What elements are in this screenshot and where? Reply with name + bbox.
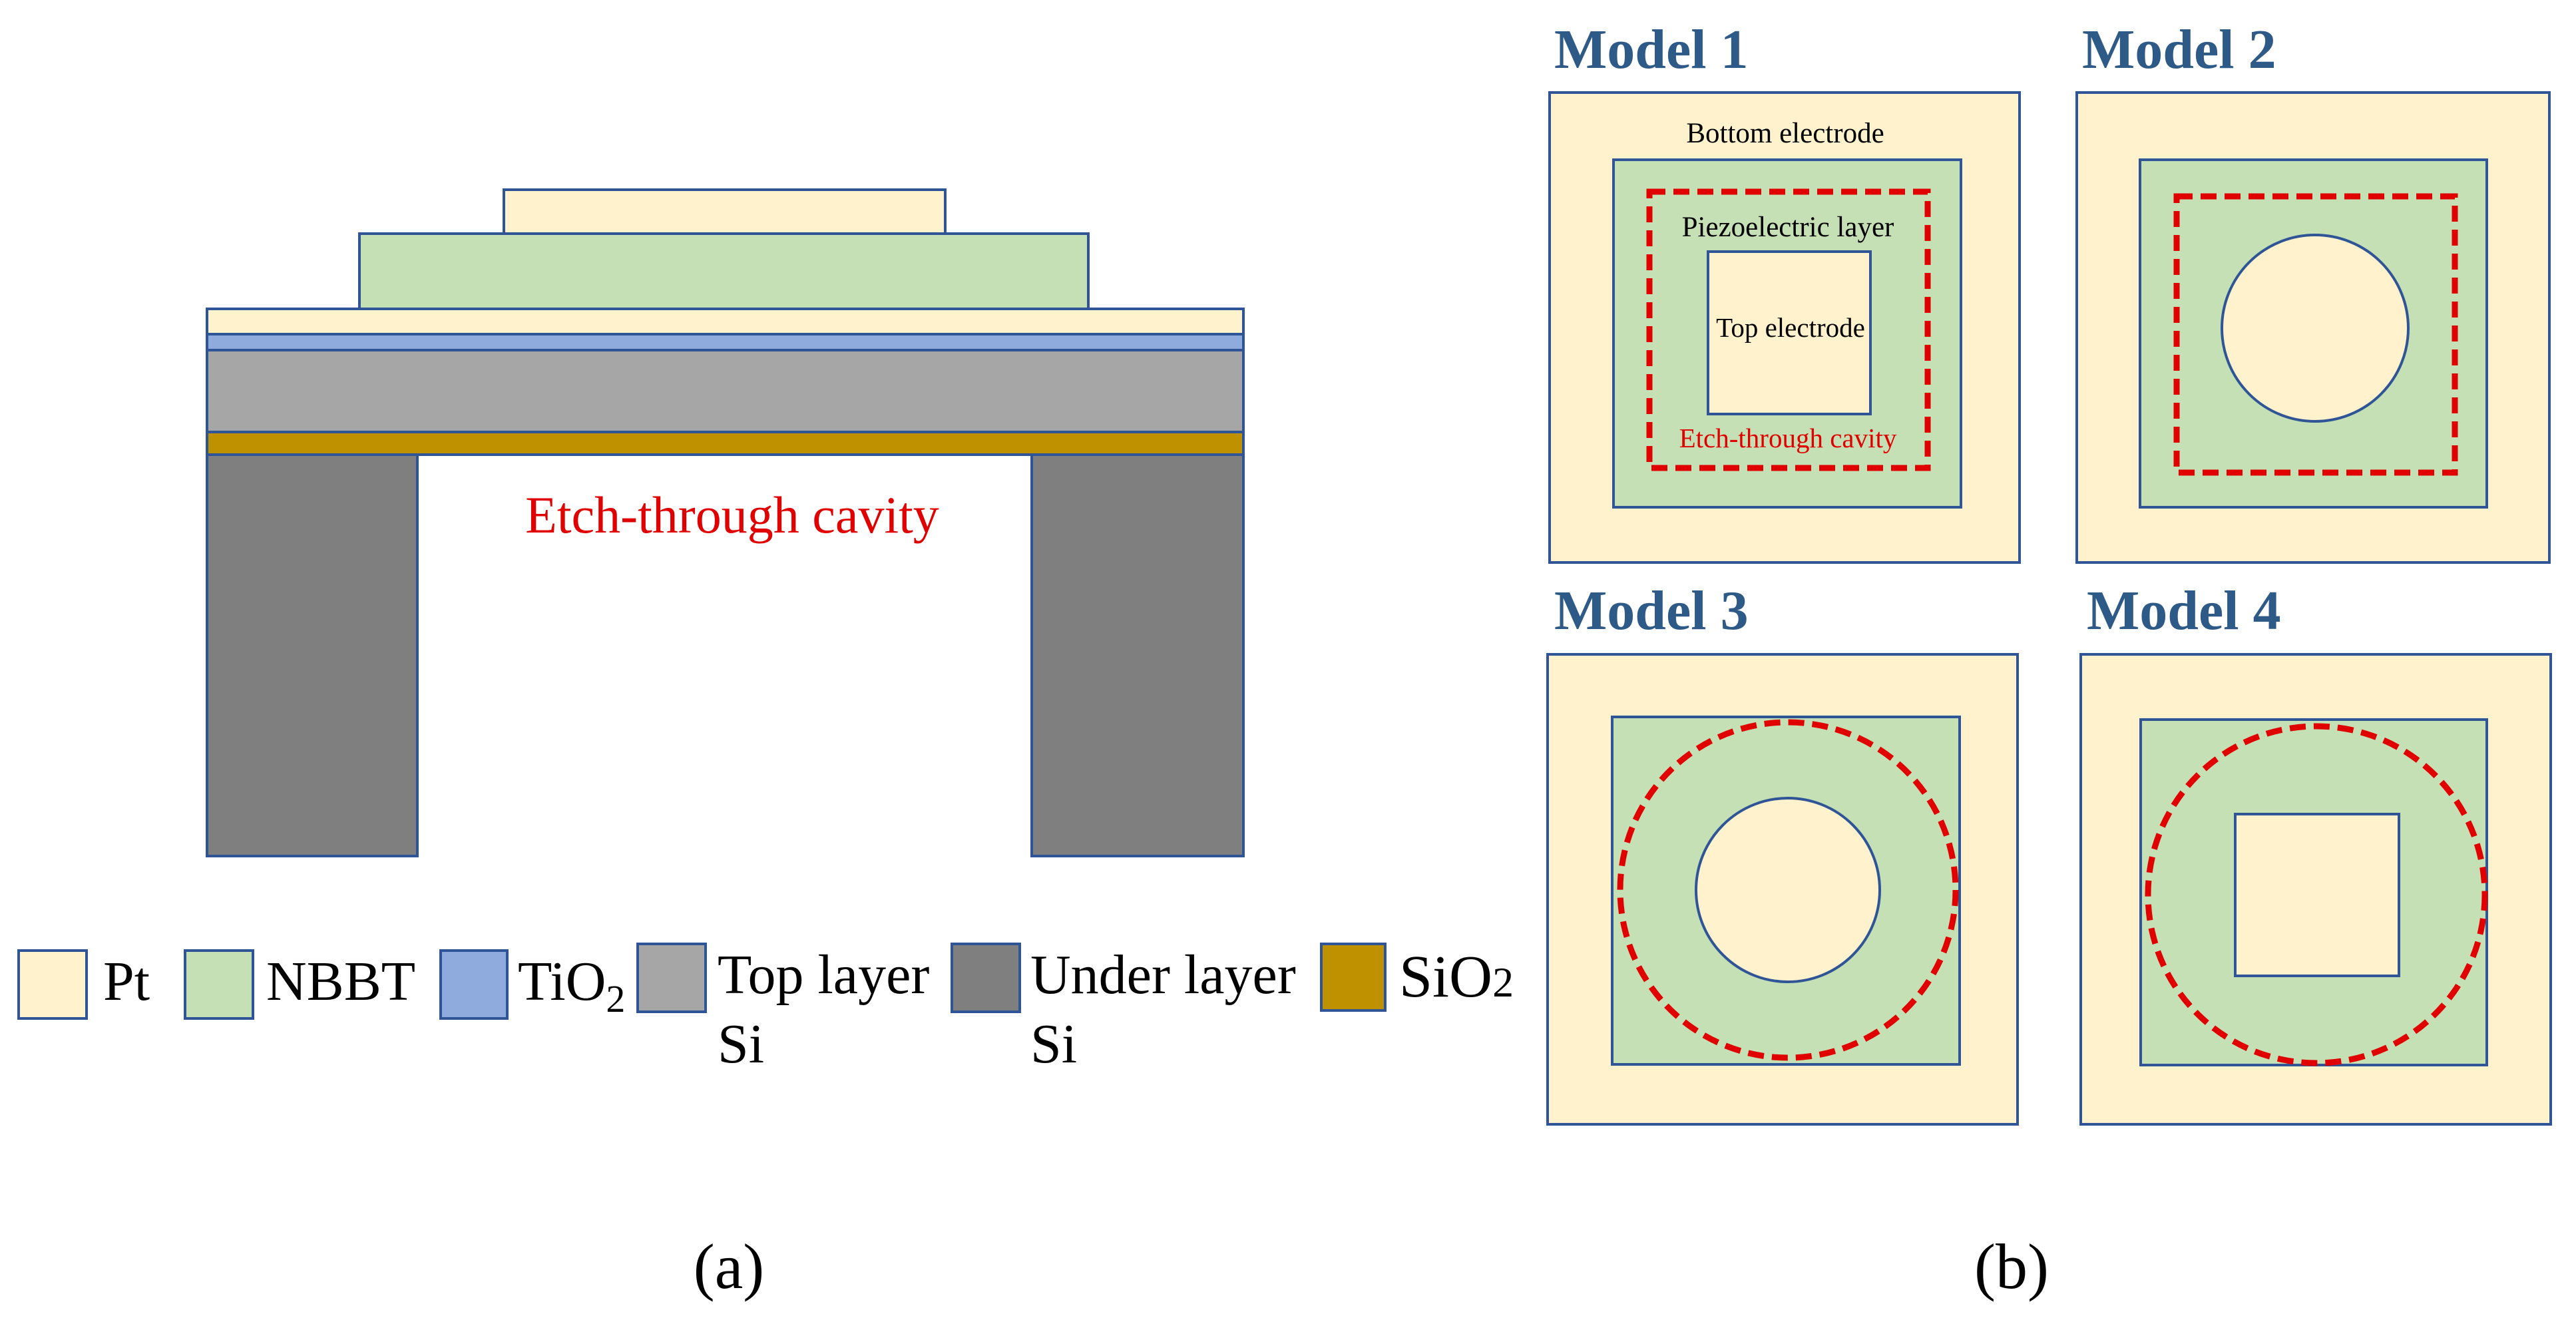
nbbt-legend-label: NBBT [266, 951, 415, 1012]
model-1-cavity-label: Etch-through cavity [1679, 423, 1897, 453]
legend-item-top-layer-si: Top layer Si [636, 943, 929, 1075]
model-4-top-electrode [2234, 813, 2400, 977]
bottom-electrode-pt-layer [206, 308, 1245, 335]
sio2-swatch [1320, 943, 1387, 1012]
legend-item-nbbt: NBBT [184, 949, 415, 1020]
tio2-layer [206, 333, 1245, 351]
sio2-legend-label: SiO2 [1399, 944, 1514, 1010]
legend-item-sio2: SiO2 [1320, 943, 1514, 1012]
tio2-label-subscript: 2 [606, 977, 625, 1020]
model-1-cavity-outline [1646, 188, 1931, 471]
top-layer-si-label-line1: Top layer [718, 944, 929, 1006]
legend-item-under-layer-si: Under layer Si [951, 943, 1296, 1075]
legend-item-tio2: TiO2 [439, 949, 625, 1020]
model-1-top-electrode-label: Top electrode [1716, 312, 1865, 343]
sio2-layer [206, 431, 1245, 456]
etch-through-cavity-label: Etch-through cavity [525, 486, 939, 544]
top-layer-si [206, 349, 1245, 433]
tio2-label-base: TiO [518, 951, 606, 1012]
model-1-piezoelectric-layer-label: Piezoelectric layer [1682, 212, 1894, 243]
under-layer-si-label-line2: Si [1030, 1013, 1077, 1075]
top-layer-si-label-line2: Si [718, 1013, 764, 1075]
panel-b: Model 1 Bottom electrode Piezoelectric l… [1546, 19, 2552, 1302]
model-4-cavity-outline [2145, 723, 2488, 1066]
panel-a: Etch-through cavity Pt NBBT TiO2 Top lay… [17, 188, 1514, 1302]
sio2-label-subscript: 2 [1492, 959, 1514, 1006]
model-2-top-electrode [2221, 234, 2410, 423]
model-3-title: Model 3 [1554, 580, 1749, 642]
tio2-swatch [439, 949, 509, 1020]
model-1: Model 1 Bottom electrode Piezoelectric l… [1548, 19, 2021, 564]
nbbt-swatch [184, 949, 254, 1020]
pt-legend-label: Pt [103, 951, 150, 1012]
under-layer-si-label-line1: Under layer [1030, 944, 1296, 1006]
pt-swatch [17, 949, 88, 1020]
tio2-legend-label: TiO2 [518, 951, 625, 1020]
sio2-label-base: SiO [1399, 944, 1492, 1010]
model-2-title: Model 2 [2082, 19, 2276, 81]
model-1-bottom-electrode-label: Bottom electrode [1686, 118, 1884, 149]
model-4-title: Model 4 [2087, 580, 2281, 642]
top-layer-si-swatch [636, 943, 707, 1013]
nbbt-piezo-layer [358, 232, 1090, 310]
panel-a-caption: (a) [694, 1231, 765, 1302]
model-1-title: Model 1 [1554, 19, 1749, 81]
top-electrode-pt-layer [503, 188, 947, 235]
under-layer-si-left-support [206, 453, 419, 857]
under-layer-si-swatch [951, 943, 1021, 1013]
material-legend: Pt NBBT TiO2 Top layer Si Under layer Si [17, 943, 1514, 1075]
model-3-top-electrode [1695, 797, 1881, 983]
model-3-cavity-outline [1617, 719, 1959, 1061]
model-2-cavity-outline [2173, 193, 2458, 476]
model-3: Model 3 [1546, 580, 2019, 1126]
under-layer-si-right-support [1030, 453, 1245, 857]
model-2: Model 2 [2075, 19, 2551, 564]
panel-b-caption: (b) [1974, 1231, 2049, 1302]
legend-item-pt: Pt [17, 949, 150, 1020]
model-4: Model 4 [2079, 580, 2552, 1126]
model-1-top-electrode [1707, 250, 1872, 415]
